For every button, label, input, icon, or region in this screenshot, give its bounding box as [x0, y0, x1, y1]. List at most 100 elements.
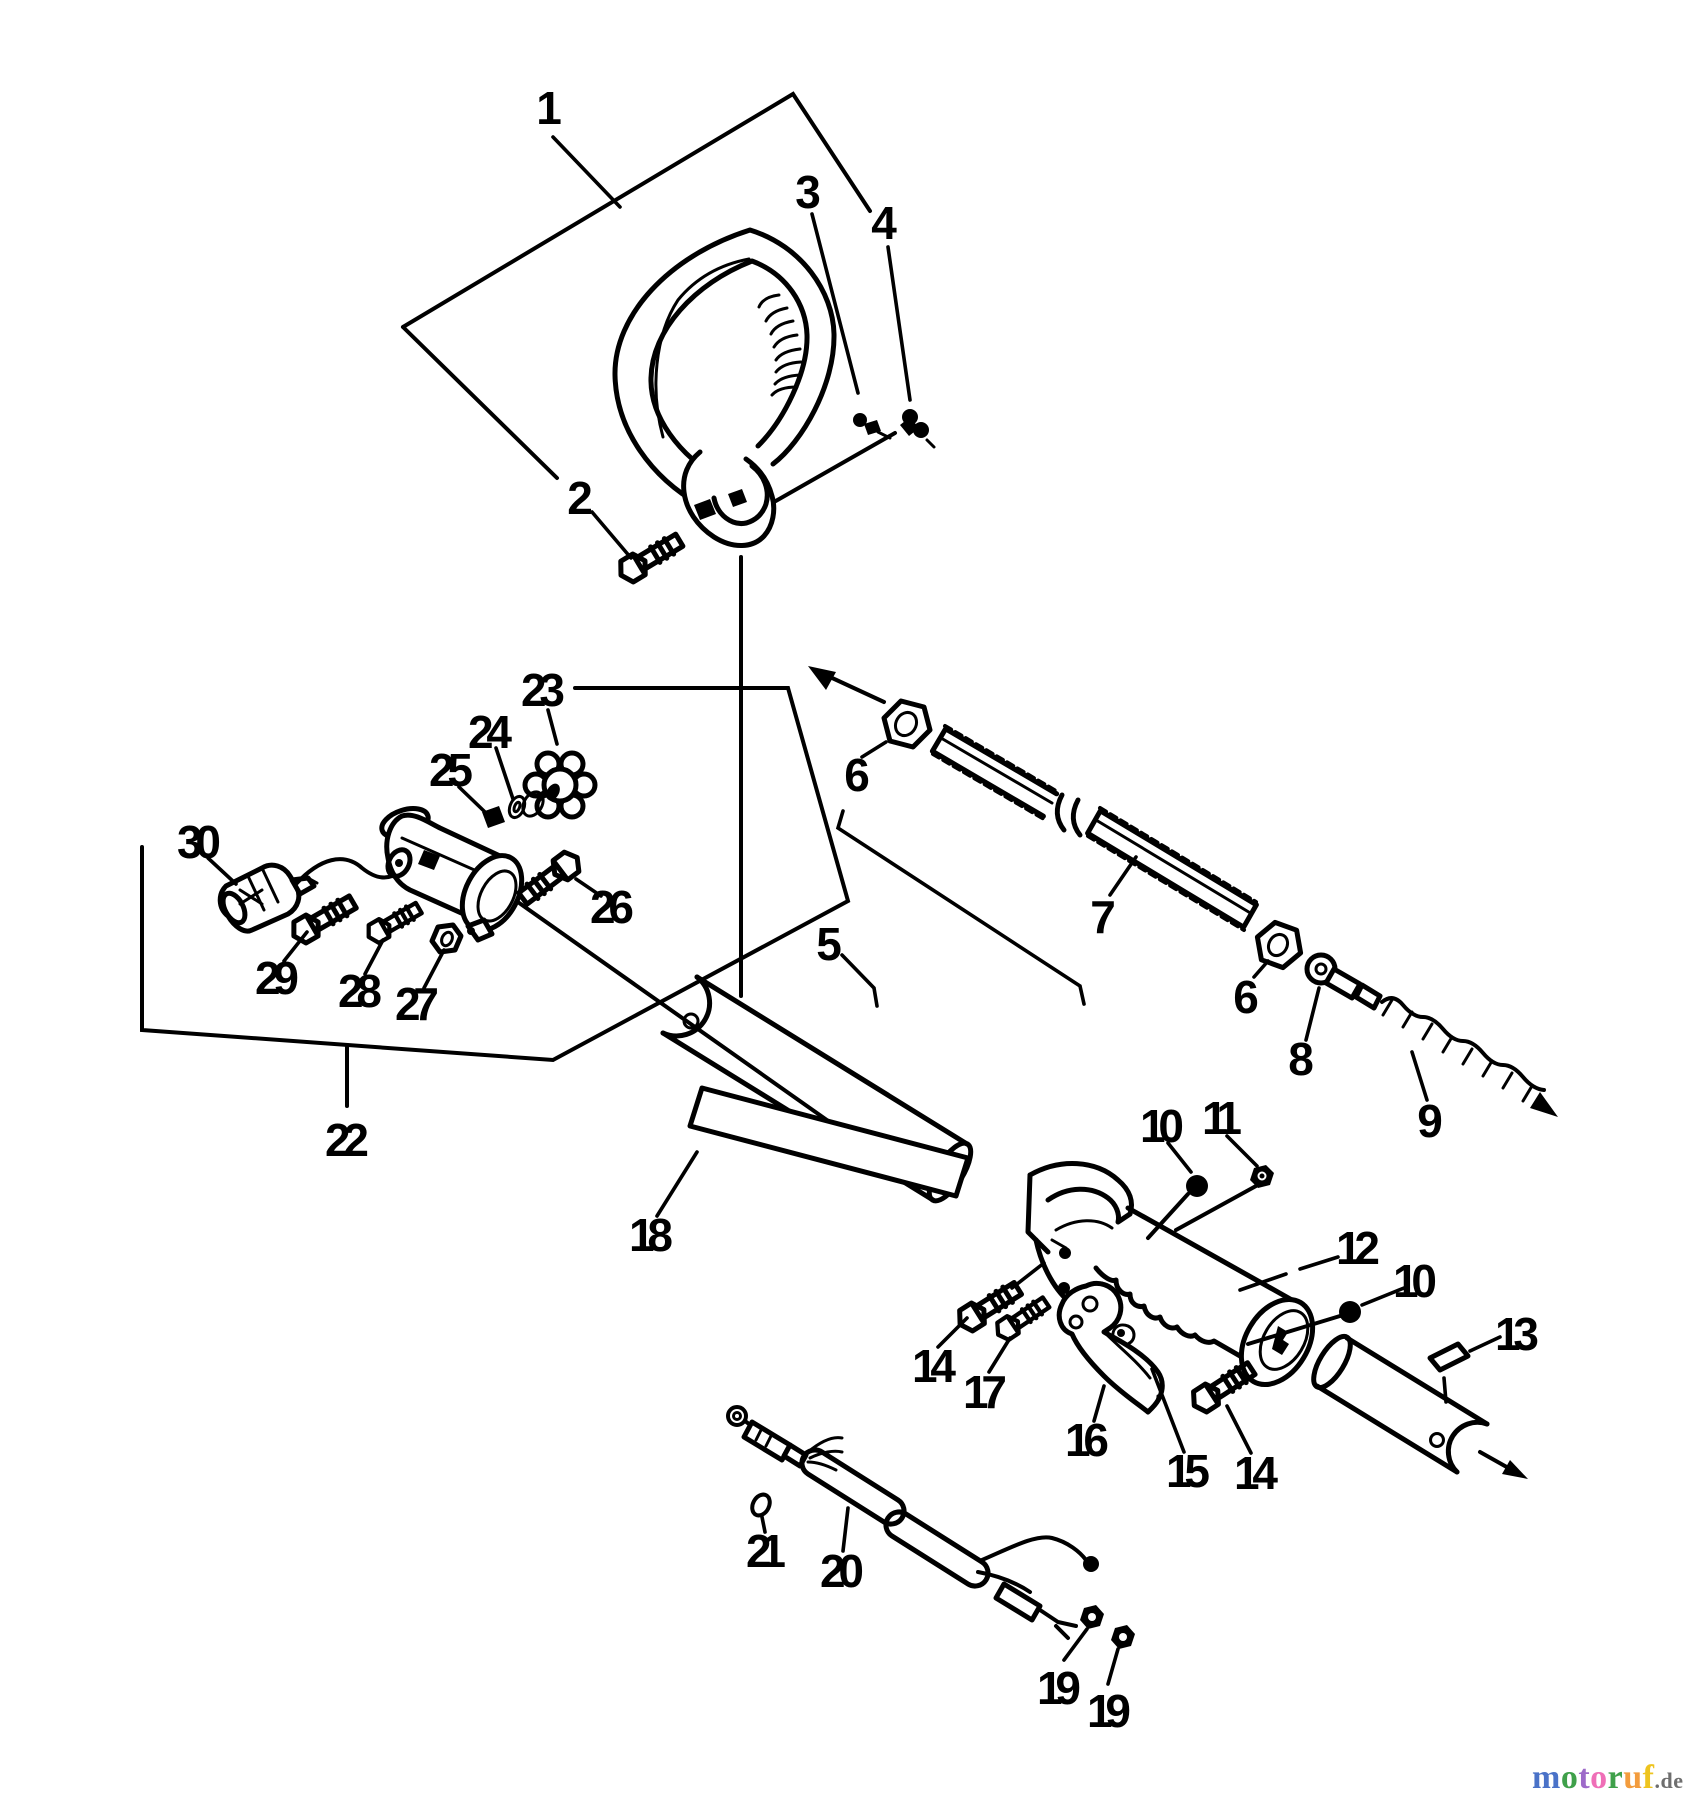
brand-letter: m [1532, 1759, 1561, 1796]
clamp-foot [465, 917, 495, 943]
wire-end-ball [1083, 1556, 1099, 1572]
callout-6-upper: 6 [844, 749, 870, 801]
part-throttle-cable [726, 1405, 1135, 1649]
cable-arrow-icon [1530, 1092, 1558, 1117]
handle-nut-part-3 [853, 413, 892, 440]
callout-11: 11 [1202, 1092, 1242, 1144]
handle-screw-part-4 [900, 409, 936, 449]
callout-24: 24 [468, 706, 512, 758]
flex-cable-part-9 [1323, 966, 1558, 1117]
callout-8: 8 [1288, 1033, 1314, 1085]
brand-suffix: .de [1655, 1768, 1684, 1793]
tube-arrow-icon [1502, 1460, 1528, 1479]
ball-part-10-upper [1186, 1175, 1208, 1197]
callout-labels: 1 2 3 4 5 6 7 6 8 9 10 11 12 10 13 14 17… [177, 82, 1539, 1737]
washer-24-hole [512, 800, 522, 814]
leader-lines [206, 135, 1502, 1686]
nut-part-19-left [1080, 1605, 1104, 1629]
cable-sheath-part-20 [799, 1447, 991, 1589]
brand-letter: o [1590, 1759, 1608, 1796]
callout-7: 7 [1090, 891, 1116, 943]
fitting-part-30 [217, 862, 319, 934]
handle-clevis-slot [711, 463, 770, 526]
wire-fork [1038, 1608, 1078, 1640]
brand-letter: u [1623, 1759, 1642, 1796]
callout-10-upper: 10 [1140, 1100, 1184, 1152]
callout-9: 9 [1417, 1095, 1443, 1147]
shaft-break-mark [1054, 792, 1083, 838]
brand-letter: t [1578, 1759, 1590, 1796]
callout-10-lower: 10 [1393, 1255, 1437, 1307]
tube-left-cap [660, 974, 713, 1039]
ball-10-axis-line [1146, 1192, 1190, 1240]
brand-letter: o [1561, 1759, 1579, 1796]
handle-outer-edge [612, 227, 837, 508]
callout-27: 27 [395, 978, 439, 1030]
brand-letter: f [1643, 1759, 1655, 1796]
ring-part-21 [750, 1492, 772, 1518]
rear-axis-line [1246, 1314, 1342, 1346]
callout-12: 12 [1336, 1222, 1380, 1274]
clamp-position-line [513, 898, 860, 1144]
callout-26: 26 [590, 881, 634, 933]
handle-barrel-top [1125, 1205, 1295, 1303]
shaft-span-bracket [835, 809, 1086, 1006]
handle-grip-ribs [757, 293, 803, 397]
arrow-line [828, 675, 886, 704]
bolt-part-14-rear [1188, 1358, 1258, 1415]
part-loop-handle [612, 227, 936, 586]
callout-23: 23 [521, 664, 565, 716]
cable-eyelet [726, 1405, 748, 1427]
hardware-axis-line [772, 431, 897, 504]
decal-part-18 [687, 1085, 971, 1199]
callout-18: 18 [629, 1209, 673, 1261]
decal-part-13 [1427, 1341, 1471, 1373]
callout-17: 17 [963, 1366, 1007, 1418]
clevis-square-hole [728, 489, 747, 507]
washer-part-24 [507, 794, 527, 820]
handle-group-outline-bottom [401, 325, 559, 480]
nut-part-11 [1250, 1165, 1274, 1188]
callout-21: 21 [746, 1525, 786, 1577]
inner-wire-lower [976, 1570, 1032, 1594]
part-outer-tube [660, 974, 974, 1204]
cable-eyelet-hole [732, 1411, 742, 1421]
continuation-arrow-icon [808, 666, 836, 690]
handle-clevis [681, 449, 777, 548]
callout-22: 22 [325, 1114, 369, 1166]
clamp-foot-hole [467, 927, 475, 935]
inner-wire-upper [980, 1535, 1088, 1562]
callout-14-front: 14 [912, 1340, 956, 1392]
nut-part-19-right [1111, 1625, 1135, 1649]
nut-11-axis-line [1174, 1184, 1258, 1232]
callout-5: 5 [816, 918, 842, 970]
clevis-nut [694, 499, 716, 520]
callout-25: 25 [429, 744, 473, 796]
handle-rear-opening [1258, 1309, 1310, 1371]
callout-30: 30 [177, 816, 221, 868]
callout-14-rear: 14 [1234, 1447, 1278, 1499]
handle-contour-line [654, 257, 751, 439]
clamp-port-hole [395, 859, 403, 867]
part-throttle-handle [954, 1161, 1528, 1479]
callout-3: 3 [795, 166, 821, 218]
part-drive-shaft [808, 666, 1558, 1117]
part-clamp-assembly [217, 750, 598, 955]
handle-grip-ridges [1093, 1265, 1243, 1359]
wire-lower-fitting [993, 1581, 1043, 1623]
nut-part-27 [429, 922, 464, 955]
nut-part-6-lower [1254, 919, 1304, 971]
clamp-mid-boss [418, 850, 440, 870]
trigger-part-16 [1056, 1280, 1165, 1415]
callout-4: 4 [871, 197, 897, 249]
square-nut-part-25 [482, 806, 505, 828]
callout-1: 1 [536, 82, 562, 134]
bolt-part-26 [516, 848, 585, 908]
watermark-logo: motoruf.de [1532, 1759, 1684, 1796]
callout-6-lower: 6 [1233, 971, 1259, 1023]
callout-15: 15 [1166, 1445, 1210, 1497]
nut-part-6-upper [881, 698, 933, 750]
tube-hole [682, 1012, 700, 1030]
group-outlines [140, 91, 872, 1144]
